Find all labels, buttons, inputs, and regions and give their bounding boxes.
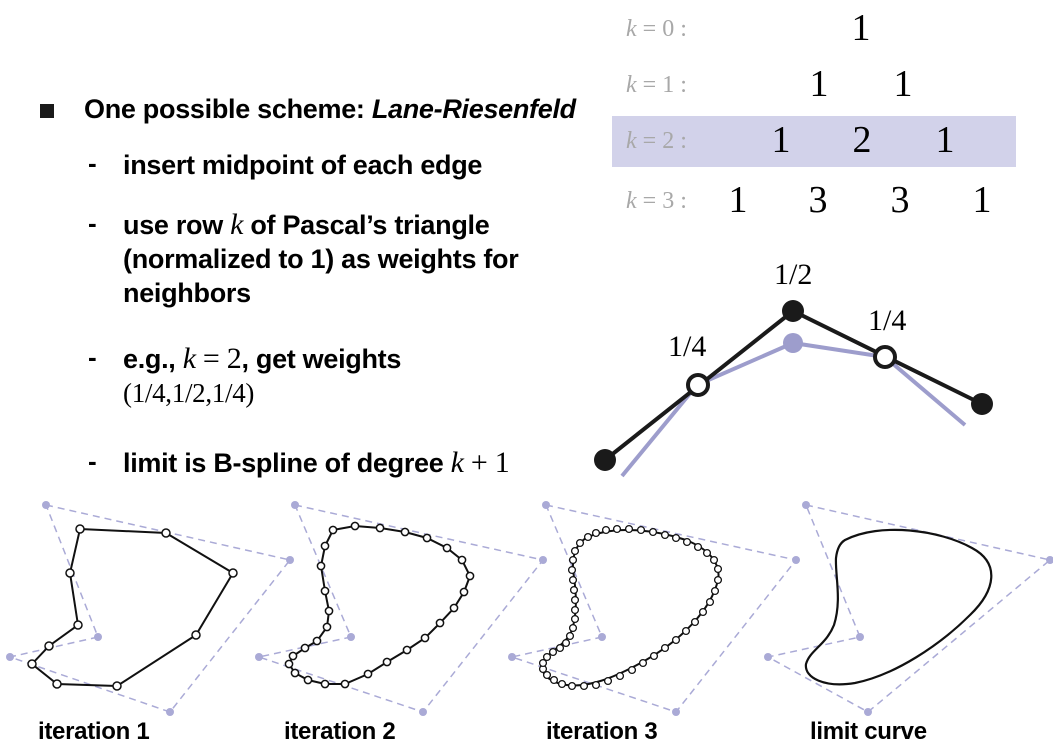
caption-iteration-2: iteration 2 [284,718,396,745]
pascal-label-2: k = 2 : [626,128,687,154]
bullet-square-icon [40,104,54,118]
control-polygon [509,504,798,713]
dash-1: - [88,148,97,178]
sub-item-3: e.g., k = 2, get weights (1/4,1/2,1/4) [123,342,402,408]
iteration-3-panel [508,501,800,716]
refined-point [783,333,803,353]
midpoint [686,373,710,397]
refined-curve [541,529,720,687]
control-points [255,501,547,716]
weight-label: 1/4 [868,304,906,337]
refined-points [27,524,238,691]
pascal-coef: 2 [852,119,872,161]
pascal-coef: 1 [893,63,913,105]
refined-points [284,521,475,689]
weight-label: 1/2 [774,258,812,291]
bullet-main-text: One possible scheme: [84,94,372,124]
pascal-coef: 1 [935,119,955,161]
control-points [764,501,1053,716]
midpoint [873,345,897,369]
pascal-coef: 1 [851,7,871,49]
refined-curve [287,524,472,685]
control-polygon [256,504,545,713]
pascal-label-3: k = 3 : [626,188,687,214]
pascal-coef: 3 [890,179,910,221]
dash-2: - [88,208,97,238]
weights-diagram: 1/4 1/2 1/4 [594,258,993,478]
iteration-2-panel [255,501,547,716]
sub-item-4: limit is B-spline of degree k + 1 [123,446,510,479]
pascal-coef: 3 [808,179,828,221]
sub-item-1: insert midpoint of each edge [123,150,483,180]
bullet-main: One possible scheme: Lane-Riesenfeld [84,94,576,125]
dash-3: - [88,342,97,372]
control-point [594,449,616,471]
refined-points [538,524,723,691]
pascal-row-highlight [612,116,1016,167]
control-point [971,393,993,415]
bullet-main-italic: Lane-Riesenfeld [371,94,576,124]
sub-item-2: use row k of Pascal’s triangle (normaliz… [123,208,519,308]
weight-label: 1/4 [668,330,706,363]
caption-iteration-1: iteration 1 [38,718,150,745]
pascal-label-1: k = 1 : [626,72,687,98]
control-polygon [765,504,1052,713]
caption-iteration-3: iteration 3 [546,718,658,745]
limit-curve-panel [764,501,1053,716]
control-point [782,300,804,322]
pascal-coef: 1 [809,63,829,105]
pascal-coef: 1 [972,179,992,221]
caption-limit-curve: limit curve [810,718,927,745]
iteration-1-panel [6,501,294,716]
pascal-coef: 1 [771,119,791,161]
dash-4: - [88,446,97,476]
pascal-coef: 1 [728,179,748,221]
control-points [508,501,800,716]
refined-curve [30,527,235,688]
limit-curve [804,528,993,686]
pascal-label-0: k = 0 : [626,16,687,42]
control-points [6,501,294,716]
